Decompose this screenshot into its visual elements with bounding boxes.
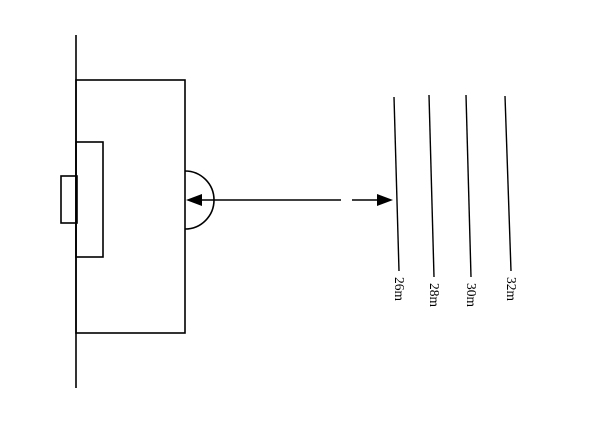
goal: [60, 175, 78, 224]
distance-marker-26m: 26m: [392, 96, 407, 302]
marker-label-30m: 30m: [464, 283, 479, 308]
arrowhead-right-icon: [377, 194, 393, 206]
distance-marker-30m: 30m: [464, 94, 479, 308]
distance-marker-32m: 32m: [504, 95, 519, 302]
marker-line-28m: [428, 94, 435, 278]
distance-markers: 26m 28m 30m 32m: [392, 94, 519, 308]
marker-label-26m: 26m: [392, 277, 407, 302]
marker-line-26m: [393, 96, 400, 272]
goal-area: [75, 141, 104, 258]
marker-label-32m: 32m: [504, 277, 519, 302]
distance-arrow: [186, 194, 393, 206]
marker-label-28m: 28m: [427, 283, 442, 308]
marker-line-30m: [465, 94, 472, 278]
penalty-box: [75, 79, 186, 334]
distance-marker-28m: 28m: [427, 94, 442, 308]
arrowhead-left-icon: [186, 194, 202, 206]
field-lines: [60, 35, 215, 388]
marker-line-32m: [504, 95, 512, 272]
